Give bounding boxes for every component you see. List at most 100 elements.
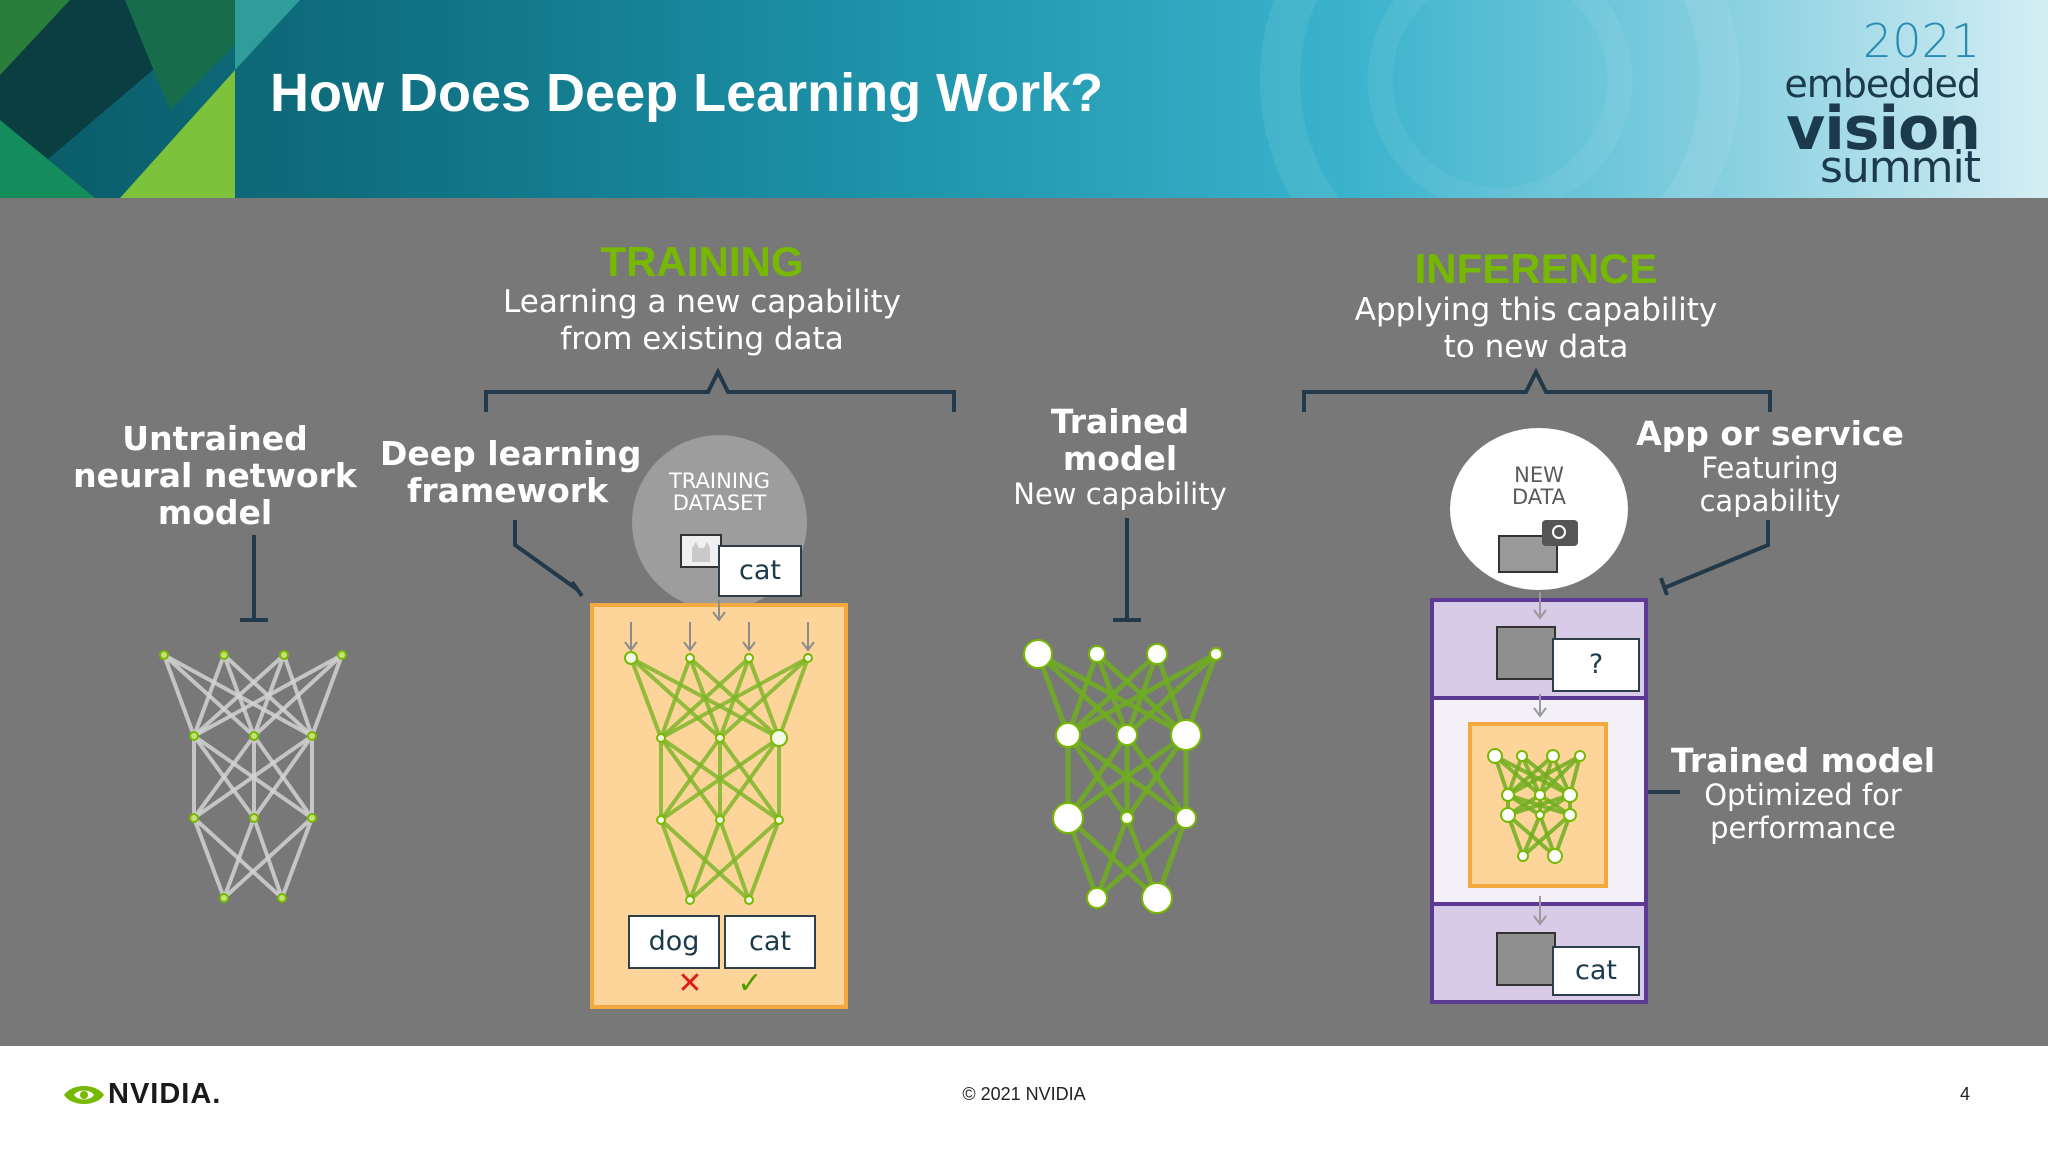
network-node [249,813,259,823]
network-node [1209,647,1223,661]
new-data-label-1: NEW [1514,463,1564,487]
network-node [307,813,317,823]
logo-embedded: embedded [1784,62,1981,106]
network-node [624,651,638,665]
nvidia-eye-icon [64,1086,104,1104]
untrained-network [159,650,347,903]
title-banner: How Does Deep Learning Work? 2021 embedd… [0,0,2048,198]
inference-heading: INFERENCE [1414,245,1658,292]
app-label-3: capability [1699,484,1841,518]
network-node [279,650,289,660]
network-node [219,650,229,660]
output-cat-box: cat [724,915,816,969]
app-label-1: App or service [1636,414,1904,453]
camera-icon [1542,520,1578,546]
network-node [1052,802,1084,834]
network-node [189,731,199,741]
training-dataset-label-2: DATASET [672,491,767,515]
app-label-2: Featuring [1701,451,1839,485]
untrained-label-2: neural network [73,456,357,495]
copyright: © 2021 NVIDIA [962,1084,1086,1104]
network-node [744,895,754,905]
result-box: cat [1552,946,1640,996]
network-node [774,815,784,825]
training-network [624,651,813,905]
untrained-label-3: model [157,493,273,532]
network-node [685,895,695,905]
correct-mark-icon: ✓ [737,966,763,1001]
trained-label-2: model [1062,439,1178,478]
network-node [656,733,666,743]
network-node [1146,643,1168,665]
network-node [249,731,259,741]
training-heading: TRAINING [600,238,804,285]
output-dog-box: dog [628,915,720,969]
page-title: How Does Deep Learning Work? [270,63,1104,123]
logo-year: 2021 [1862,14,1980,68]
training-subtitle-1: Learning a new capability [503,284,901,320]
trained-label-3: New capability [1013,477,1227,511]
optimized-label-3: performance [1710,811,1896,845]
network-node [1547,848,1563,864]
untrained-label-1: Untrained [122,419,308,458]
page-number: 4 [1959,1084,1970,1104]
network-node [1055,722,1081,748]
result-photo-icon [1496,932,1556,986]
network-node [1116,724,1138,746]
footer [0,1046,2048,1152]
network-node [1170,719,1202,751]
optimized-label-2: Optimized for [1704,778,1902,812]
network-node [307,731,317,741]
network-node [1023,639,1053,669]
network-node [1574,750,1586,762]
trained-label-1: Trained [1050,402,1190,441]
training-dataset-label-1: TRAINING [668,469,770,493]
optimized-network [1487,748,1586,864]
network-node [803,653,813,663]
network-node [744,653,754,663]
network-node [715,815,725,825]
inference-subtitle-2: to new data [1443,329,1629,365]
network-node [159,650,169,660]
network-node [1563,808,1577,822]
logo-summit: summit [1819,142,1981,193]
network-node [277,893,287,903]
network-node [1535,810,1545,820]
network-node [1500,807,1516,823]
network-node [219,893,229,903]
network-node [715,733,725,743]
summit-logo: 2021 embedded vision summit [1770,14,1981,194]
framework-connector [513,520,580,592]
network-node [1501,788,1515,802]
optimized-label-1: Trained model [1670,741,1936,780]
new-data-label-2: DATA [1511,485,1567,509]
network-node [189,813,199,823]
nvidia-logo-text: NVIDIA. [108,1078,222,1110]
logo-vision: vision [1786,94,1981,164]
dataset-label-box: cat [718,545,802,597]
network-node [1517,850,1529,862]
network-node [1487,748,1503,764]
framework-label-2: framework [406,471,609,510]
network-node [1088,645,1106,663]
network-node [1086,887,1108,909]
training-bracket [484,367,956,412]
network-node [1175,807,1197,829]
trained-network [1023,639,1223,914]
network-node [1141,882,1173,914]
network-node [1534,789,1546,801]
network-node [1546,749,1560,763]
app-connector [1663,520,1770,590]
network-node [685,653,695,663]
network-node [656,815,666,825]
network-node [1516,750,1528,762]
network-node [1562,787,1578,803]
banner-decoration [0,0,1740,198]
network-node [337,650,347,660]
query-box: ? [1552,638,1640,692]
training-subtitle-2: from existing data [560,321,844,357]
wrong-mark-icon: ✕ [677,966,703,1001]
diagram-area [0,198,2048,1046]
